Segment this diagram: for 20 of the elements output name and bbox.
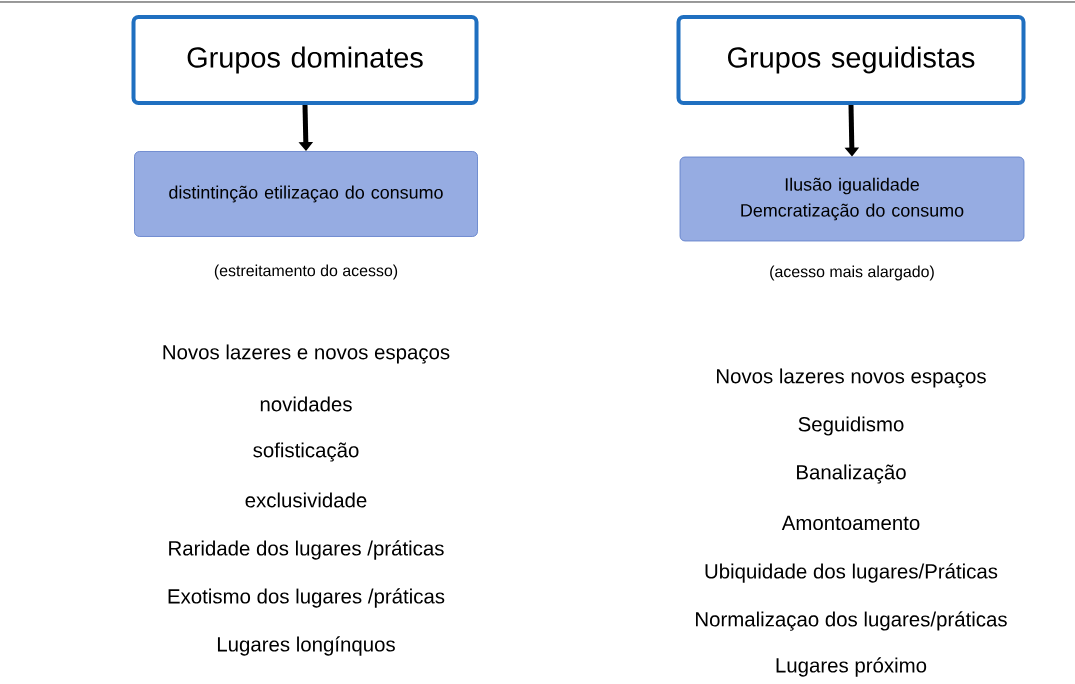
list-item: novidades (260, 396, 352, 412)
list-item: Novos lazeres e novos espaços (163, 344, 450, 364)
title-box: Grupos seguidistas (676, 15, 1026, 105)
list-item: Exotismo dos lugares /práticas (168, 588, 445, 608)
list-item: Raridade dos lugares /práticas (169, 540, 444, 560)
concept-box: Ilusão igualidade Demcratização do consumo (679, 156, 1025, 242)
list-item: Novos lazeres novos espaços (717, 368, 986, 388)
list-item: exclusividade (245, 492, 367, 508)
list-item: Normalizaçao dos lugares/práticas (696, 611, 1007, 631)
note-text: (estreitamento do acesso) (214, 264, 398, 280)
note-text: (acesso mais alargado) (770, 265, 934, 281)
list-item: Lugares longínquos (217, 636, 395, 656)
title-box: Grupos dominates (131, 15, 479, 105)
list-item: Amontoamento (781, 515, 920, 531)
list-item: Ubiquidade dos lugares/Práticas (705, 563, 998, 583)
list-item: Seguidismo (798, 416, 904, 436)
list-item: Lugares próximo (776, 657, 927, 677)
concept-box: distintinção etilizaçao do consumo (134, 151, 478, 237)
list-item: sofisticação (253, 442, 359, 462)
list-item: Banalização (797, 464, 906, 484)
